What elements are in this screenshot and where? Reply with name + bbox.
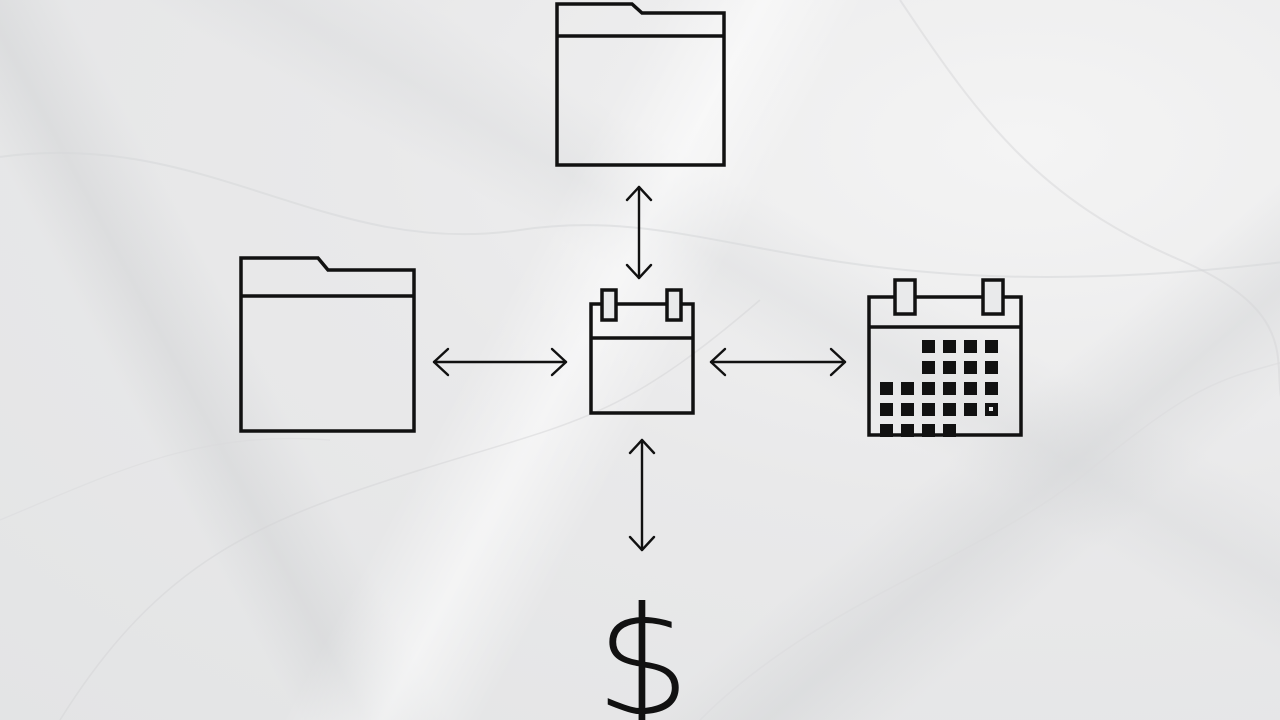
calendar-day-cell bbox=[922, 340, 935, 353]
calendar-day-cell bbox=[985, 361, 998, 374]
right-calendar-grid-icon bbox=[867, 278, 1023, 437]
calendar-day-cell bbox=[985, 340, 998, 353]
calendar-day-cell bbox=[985, 382, 998, 395]
top-folder-icon bbox=[555, 2, 726, 167]
calendar-day-cell bbox=[922, 361, 935, 374]
arrow-center-top bbox=[625, 185, 653, 280]
calendar-day-cell bbox=[922, 403, 935, 416]
calendar-day-cell bbox=[880, 382, 893, 395]
calendar-day-cell bbox=[943, 424, 956, 437]
calendar-day-cell bbox=[964, 361, 977, 374]
left-folder-icon bbox=[239, 256, 416, 433]
dollar-symbol: $ bbox=[595, 576, 690, 720]
calendar-day-cell bbox=[880, 424, 893, 437]
calendar-day-cell bbox=[943, 361, 956, 374]
arrow-center-right bbox=[709, 347, 847, 377]
calendar-day-cell bbox=[943, 340, 956, 353]
calendar-day-cell bbox=[880, 403, 893, 416]
calendar-day-cell bbox=[943, 403, 956, 416]
calendar-day-cell bbox=[943, 382, 956, 395]
calendar-day-cell bbox=[901, 403, 914, 416]
calendar-day-grid bbox=[880, 340, 998, 437]
calendar-day-cell bbox=[922, 382, 935, 395]
arrow-center-bottom bbox=[628, 438, 656, 552]
calendar-day-cell bbox=[901, 382, 914, 395]
calendar-day-cell bbox=[901, 424, 914, 437]
center-calendar-icon bbox=[589, 288, 695, 415]
calendar-day-cell bbox=[922, 424, 935, 437]
calendar-day-cell bbox=[964, 340, 977, 353]
calendar-day-cell bbox=[964, 382, 977, 395]
calendar-day-cell bbox=[964, 403, 977, 416]
arrow-left-center bbox=[432, 347, 568, 377]
calendar-marked-day-dot bbox=[989, 407, 993, 411]
dollar-icon: $ bbox=[595, 576, 690, 720]
